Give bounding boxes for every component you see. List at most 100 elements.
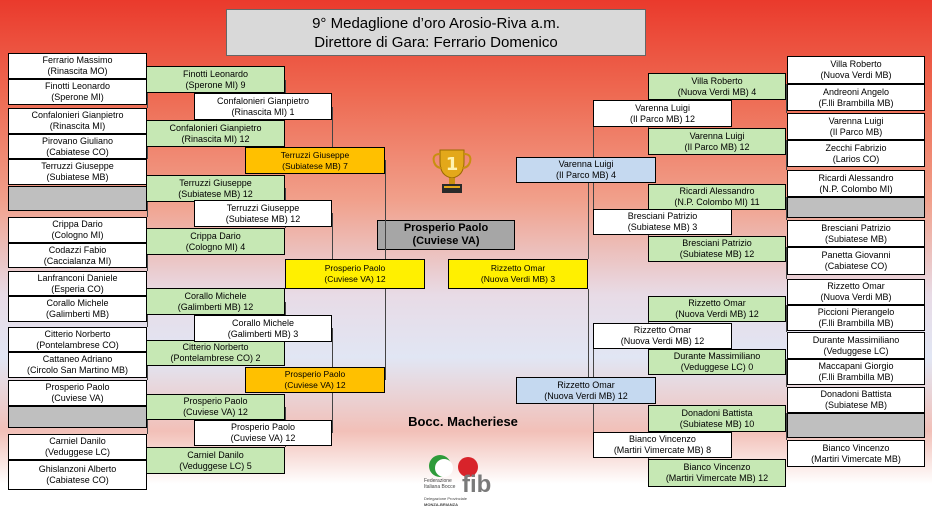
player-club-score: (F.lli Brambilla MB) (818, 97, 894, 108)
player-name: Villa Roberto (830, 59, 882, 69)
player-club-score: (Larios CO) (832, 153, 880, 164)
player-club-score: (Cuviese VA) 12 (230, 433, 296, 443)
left-r1-bye (8, 406, 147, 428)
player-name: Rizzetto Omar (557, 379, 615, 390)
left-r1-entry: Codazzi Fabio(Caccialanza MI) (8, 243, 147, 268)
right-r1-entry: Varenna Luigi(Il Parco MB) (787, 113, 925, 140)
player-club-score: (Cologno MI) 4 (185, 241, 246, 252)
player-club-score: (Nuova Verdi MB) 3 (480, 274, 556, 284)
player-name: Donadoni Battista (820, 389, 892, 399)
player-name: Rizzetto Omar (490, 263, 546, 273)
fib-logo-line-3: Delegazione Provinciale (424, 496, 468, 501)
player-name: Prosperio Paolo (45, 382, 110, 392)
player-club-score: (Pontelambrese CO) 2 (170, 353, 261, 363)
fib-logo-line-2: Italiana Bocce (424, 484, 456, 490)
player-name: Terruzzi Giuseppe (179, 177, 252, 188)
player-club-score: (N.P. Colombo MI) 11 (674, 197, 760, 207)
title-line-2: Direttore di Gara: Ferrario Domenico (314, 33, 558, 51)
right-r1-entry: Panetta Giovanni(Cabiatese CO) (787, 247, 925, 275)
player-name: Prosperio Paolo (324, 263, 386, 273)
player-club-score: (Subiatese MB) (824, 233, 888, 244)
player-name: Cattaneo Adriano (42, 354, 113, 364)
player-club-score: (Il Parco MB) 12 (629, 113, 696, 124)
player-club-score: (Nuova Verdi MB) 12 (544, 390, 628, 401)
right-r1-entry: Donadoni Battista(Subiatese MB) (787, 387, 925, 413)
left-r2-match: Carniel Danilo(Veduggese LC) 5 (146, 447, 285, 474)
player-club-score: (Rinascita MI) (49, 121, 106, 131)
left-r2-match: Corallo Michele(Galimberti MB) 12 (146, 288, 285, 315)
player-name: Zecchi Fabrizio (825, 142, 887, 153)
bracket-connector (332, 328, 333, 367)
player-name: Bianco Vincenzo (822, 442, 890, 453)
player-club-score: (Cuviese VA) (51, 393, 104, 403)
player-name: Rizzetto Omar (633, 325, 692, 335)
fib-logo: fib Federazione Italiana Bocce Delegazio… (424, 455, 491, 507)
player-name: Durante Massimiliano (673, 351, 761, 361)
player-name: Terruzzi Giuseppe (41, 161, 114, 171)
player-name: Donadoni Battista (681, 407, 753, 418)
player-name: Terruzzi Giuseppe (280, 149, 350, 160)
right-r4-match: Varenna Luigi(Il Parco MB) 4 (516, 157, 656, 183)
left-r1-entry: Carniel Danilo(Veduggese LC) (8, 434, 147, 460)
player-name: Ghislanzoni Alberto (38, 464, 117, 474)
player-name: Crippa Dario (52, 219, 103, 229)
player-name: Varenna Luigi (828, 115, 884, 126)
svg-text:1: 1 (446, 154, 459, 175)
bracket-connector (588, 289, 589, 377)
bracket-connector (786, 413, 787, 440)
player-club-score: (Subiatese MB) 7 (282, 160, 348, 171)
player-club-score: (Nuova Verdi MB) (820, 70, 892, 80)
player-club-score: (Il Parco MB) 4 (555, 170, 616, 180)
player-name: Corallo Michele (46, 298, 109, 308)
left-r2-match: Prosperio Paolo(Cuviese VA) 12 (146, 394, 285, 420)
player-name: Carniel Danilo (187, 449, 244, 460)
right-r1-entry: Rizzetto Omar(Nuova Verdi MB) (787, 279, 925, 305)
player-club-score: (Galimberti MB) 12 (177, 301, 254, 312)
player-name: Varenna Luigi (635, 102, 690, 113)
player-club-score: (Cuviese VA) 12 (284, 380, 346, 390)
left-r2-match: Crippa Dario(Cologno MI) 4 (146, 228, 285, 255)
bracket-connector (332, 107, 333, 147)
player-club-score: (Subiatese MB) 12 (178, 188, 253, 199)
player-name: Prosperio Paolo (183, 396, 248, 406)
host-club: Bocc. Macheriese (408, 414, 518, 429)
final-winner: Prosperio Paolo (Cuviese VA) (377, 220, 515, 250)
bracket-connector (593, 183, 594, 222)
right-r1-entry: Maccapani Giorgio(F.lli Brambilla MB) (787, 359, 925, 385)
player-name: Confalonieri Gianpietro (31, 110, 124, 120)
player-name: Prosperio Paolo (284, 369, 346, 379)
player-club-score: (Circolo San Martino MB) (26, 365, 129, 375)
right-r2-match: Donadoni Battista(Subiatese MB) 10 (648, 405, 786, 432)
left-r1-entry: Citterio Norberto(Pontelambrese CO) (8, 327, 147, 352)
player-club-score: (Galimberti MB) 3 (227, 328, 299, 339)
bracket-connector (332, 393, 333, 433)
right-r1-bye (787, 197, 925, 218)
left-r1-entry: Finotti Leonardo(Sperone MI) (8, 79, 147, 105)
fib-logo-line-4: MONZA-BRIANZA (424, 502, 458, 507)
final-winner-name: Prosperio Paolo (403, 222, 489, 234)
player-name: Ricardi Alessandro (679, 186, 755, 196)
left-r1-entry: Corallo Michele(Galimberti MB) (8, 296, 147, 322)
bracket-connector (786, 359, 787, 387)
player-name: Carniel Danilo (49, 436, 106, 446)
player-name: Panetta Giovanni (821, 250, 891, 260)
player-club-score: (Cologno MI) (51, 230, 104, 240)
player-name: Corallo Michele (184, 290, 247, 301)
player-club-score: (Caccialanza MI) (43, 255, 112, 266)
bracket-connector (593, 336, 594, 390)
right-r2-match: Varenna Luigi(Il Parco MB) 12 (648, 128, 786, 155)
right-r2-match: Bresciani Patrizio(Subiatese MB) 12 (648, 236, 786, 262)
bracket-connector (147, 406, 148, 434)
player-club-score: (Subiatese MB) (46, 172, 109, 182)
player-club-score: (Martiri Vimercate MB) 8 (613, 445, 712, 455)
player-name: Rizzetto Omar (827, 281, 885, 291)
player-name: Lanfranconi Daniele (37, 272, 118, 283)
bracket-connector (786, 84, 787, 113)
right-r3-match: Bresciani Patrizio(Subiatese MB) 3 (593, 209, 732, 235)
left-r1-entry: Ghislanzoni Alberto(Cabiatese CO) (8, 460, 147, 490)
player-club-score: (Sperone MI) (51, 92, 104, 102)
player-club-score: (Il Parco MB) (829, 126, 883, 137)
player-club-score: (Martiri Vimercate MB) 12 (665, 473, 769, 483)
player-club-score: (Veduggese LC) 5 (179, 460, 252, 471)
player-name: Pirovano Giuliano (41, 135, 114, 146)
